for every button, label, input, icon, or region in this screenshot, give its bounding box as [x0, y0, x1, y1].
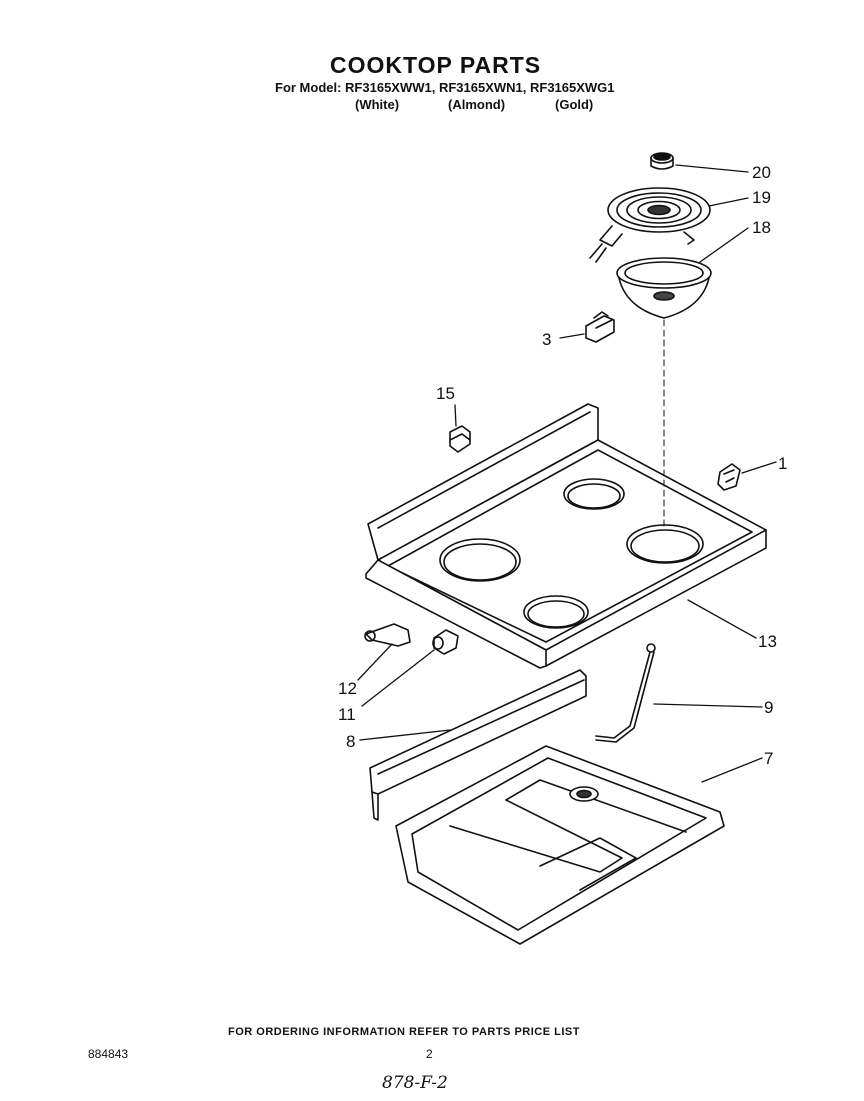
label-part-20: 20: [752, 163, 771, 182]
handwritten-note: 878-F-2: [382, 1073, 448, 1093]
part-20-cap: [650, 152, 674, 170]
ordering-note: FOR ORDERING INFORMATION REFER TO PARTS …: [228, 1026, 580, 1038]
part-12-receptacle: [364, 623, 411, 647]
color-almond: (Almond): [448, 97, 506, 112]
part-9-rod: [595, 643, 656, 743]
part-13-cooktop: [365, 319, 767, 669]
part-8-front-strip: [369, 669, 587, 821]
color-gold: (Gold): [555, 97, 594, 112]
label-part-7: 7: [764, 749, 773, 768]
part-11-knob: [432, 629, 459, 655]
label-part-9: 9: [764, 698, 773, 717]
label-part-3: 3: [542, 330, 551, 349]
document-number: 884843: [88, 1047, 129, 1061]
part-19-surface-element: [589, 187, 711, 263]
label-part-18: 18: [752, 218, 771, 237]
leader-lines: [357, 164, 777, 783]
color-white: (White): [355, 97, 400, 112]
part-15-clip: [449, 425, 471, 453]
label-part-13: 13: [758, 632, 777, 651]
part-1-bracket: [717, 463, 741, 491]
page-title: COOKTOP PARTS: [330, 52, 542, 78]
model-list: For Model: RF3165XWW1, RF3165XWN1, RF316…: [275, 80, 615, 95]
label-part-15: 15: [436, 384, 455, 403]
label-part-8: 8: [346, 732, 355, 751]
page-number: 2: [426, 1047, 433, 1061]
label-part-12: 12: [338, 679, 357, 698]
label-part-1: 1: [778, 454, 787, 473]
part-3-terminal-block: [585, 311, 615, 343]
part-18-drip-bowl: [616, 257, 712, 319]
label-part-19: 19: [752, 188, 771, 207]
part-7-bottom-pan: [395, 745, 725, 945]
label-part-11: 11: [338, 705, 356, 724]
